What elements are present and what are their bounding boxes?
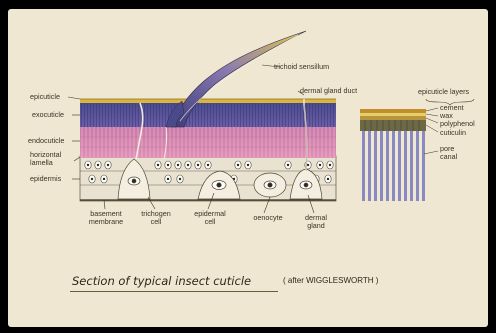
epicuticle-inset (360, 99, 474, 201)
label-epicuticle: epicuticle (30, 93, 60, 101)
label-endocuticle: endocuticle (28, 137, 64, 145)
label-dermal-gland-duct: dermal gland duct (300, 87, 357, 95)
label-trichoid-sensillum: trichoid sensillum (274, 63, 329, 71)
label-trichogen-cell-2: cell (136, 218, 176, 226)
epicuticle-layer (80, 99, 336, 103)
figure-caption: Section of typical insect cuticle (72, 274, 251, 288)
label-epidermis: epidermis (30, 175, 61, 183)
label-dermal-gland-2: gland (298, 222, 334, 230)
figure-credit: ( after WIGGLESWORTH ) (283, 276, 378, 285)
label-cuticulin: cuticulin (440, 129, 466, 137)
pore-canals (362, 131, 425, 201)
label-horizontal-lamella-2: lamella (30, 159, 53, 167)
label-epicuticle-layers: epicuticle layers (418, 88, 469, 96)
label-oenocyte: oenocyte (248, 214, 288, 222)
label-exocuticle: exocuticle (32, 111, 64, 119)
caption-underline (70, 291, 278, 292)
label-epidermal-cell-2: cell (190, 218, 230, 226)
main-section (68, 31, 336, 213)
label-pore-canal-2: canal (440, 153, 457, 161)
label-basement-membrane-2: membrane (86, 218, 126, 226)
label-polyphenol: polyphenol (440, 120, 475, 128)
slide-card: epicuticle exocuticle endocuticle horizo… (8, 9, 488, 327)
